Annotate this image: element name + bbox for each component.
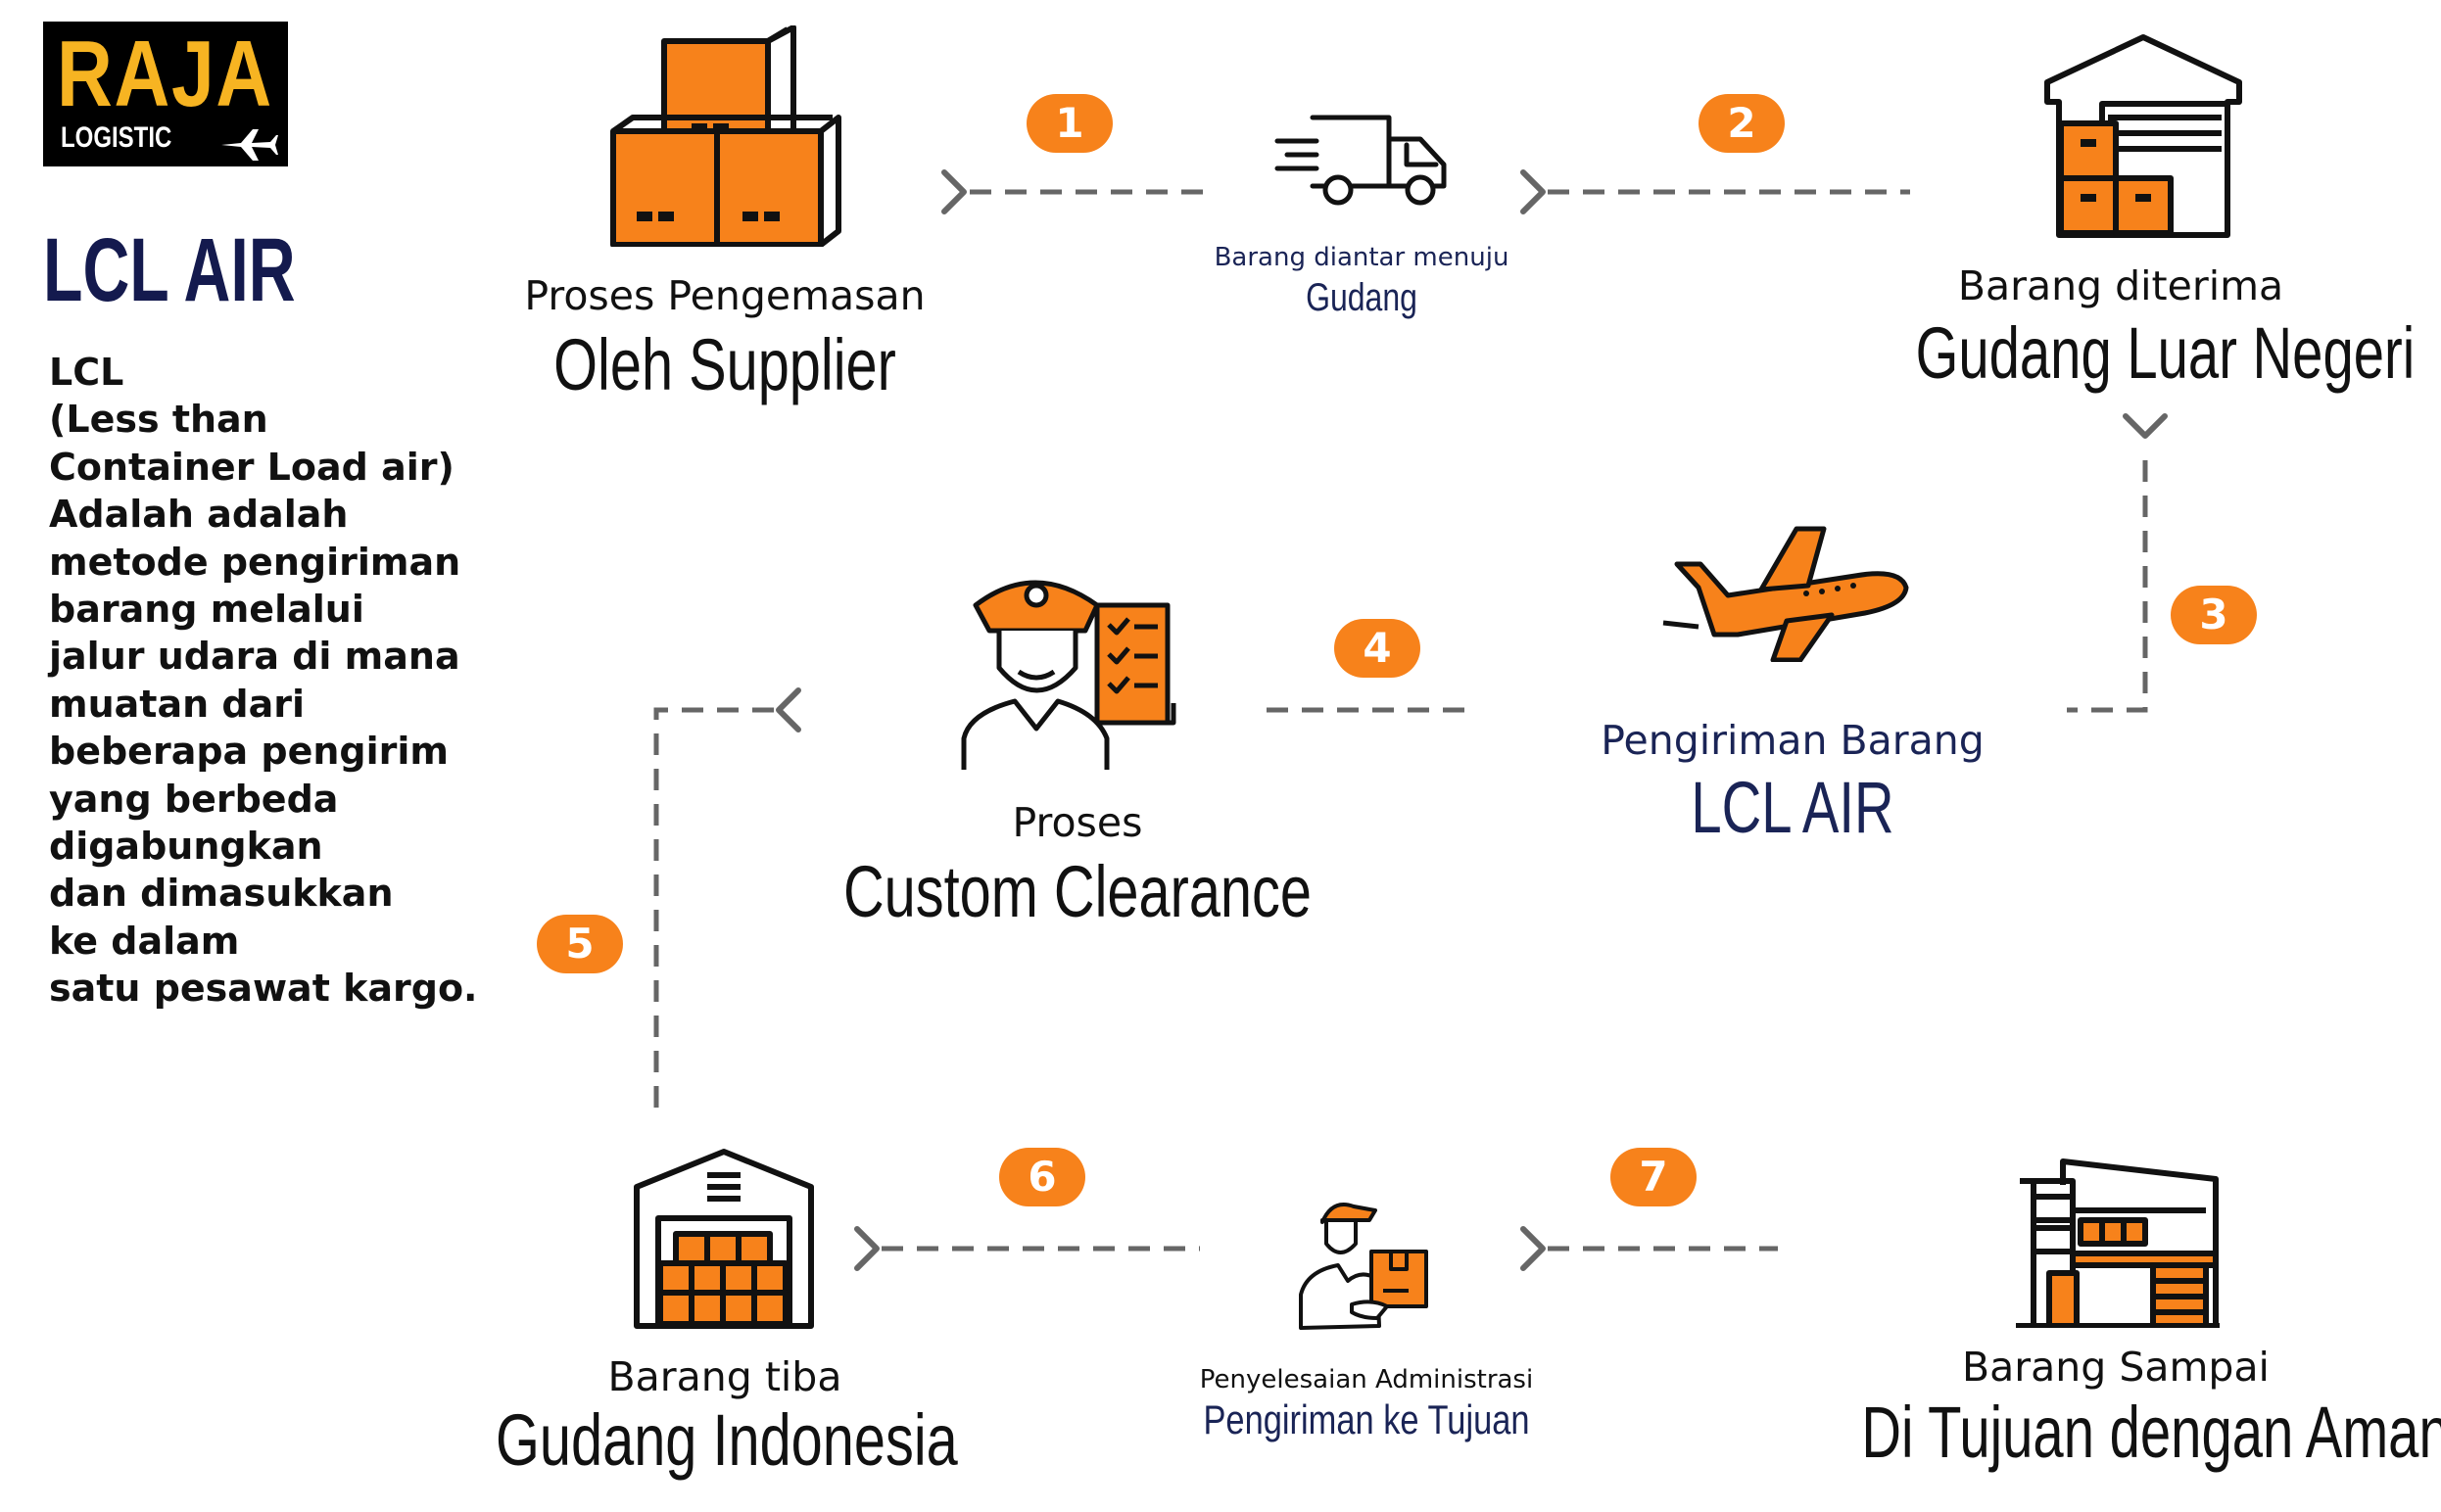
chevron-right-icon bbox=[854, 1226, 880, 1271]
description-line: Container Load air) bbox=[49, 445, 455, 489]
step-badge-1: 1 bbox=[1027, 94, 1113, 153]
warehouse-icon bbox=[634, 1149, 814, 1329]
step-badge-6: 6 bbox=[999, 1148, 1085, 1206]
customs-officer-icon bbox=[961, 580, 1176, 770]
packing-small-label: Proses Pengemasan bbox=[524, 272, 926, 319]
courier-icon bbox=[1299, 1203, 1428, 1330]
step-badge-7: 7 bbox=[1610, 1148, 1697, 1206]
truck-small-label: Barang diantar menuju bbox=[1214, 243, 1509, 272]
delivery-truck-icon bbox=[1274, 115, 1447, 206]
local-warehouse-small-label: Barang tiba bbox=[607, 1353, 842, 1400]
logo-sub-text: LOGISTIC bbox=[61, 121, 172, 154]
description-line: LCL bbox=[49, 351, 124, 394]
description-line: Adalah adalah bbox=[49, 493, 349, 537]
airplane-icon bbox=[1662, 526, 1909, 662]
description-line: yang berbeda bbox=[49, 777, 339, 821]
airplane-logo-icon bbox=[221, 129, 278, 161]
admin-small-label: Penyelesaian Administrasi bbox=[1199, 1365, 1534, 1394]
logo-main-text: RAJA bbox=[57, 22, 273, 126]
step-badge-4: 4 bbox=[1334, 619, 1420, 678]
description-line: beberapa pengirim bbox=[49, 730, 450, 774]
step-badge-3: 3 bbox=[2171, 586, 2257, 644]
description-line: muatan dari bbox=[49, 682, 305, 726]
chevron-left-icon bbox=[776, 687, 801, 732]
customs-big-label: Custom Clearance bbox=[843, 851, 1312, 932]
description-line: digabungkan bbox=[49, 825, 323, 869]
connector-3 bbox=[2067, 460, 2148, 713]
description-line: (Less than bbox=[49, 398, 268, 442]
boxes-icon bbox=[610, 25, 841, 247]
sidebar-title: LCL AIR bbox=[43, 220, 296, 320]
warehouse-icon bbox=[2044, 34, 2242, 238]
local-warehouse-big-label: Gudang Indonesia bbox=[496, 1399, 958, 1481]
chevron-down-icon bbox=[2123, 413, 2168, 439]
air-big-label: LCL AIR bbox=[1691, 767, 1894, 848]
description-line: barang melalui bbox=[49, 588, 364, 632]
packing-big-label: Oleh Supplier bbox=[553, 324, 896, 405]
description-line: satu pesawat kargo. bbox=[49, 967, 478, 1011]
description-line: ke dalam bbox=[49, 919, 240, 963]
description-line: metode pengiriman bbox=[49, 540, 461, 584]
air-small-label: Pengiriman Barang bbox=[1601, 717, 1985, 764]
overseas-warehouse-small-label: Barang diterima bbox=[1957, 262, 2284, 309]
chevron-right-icon bbox=[1520, 1226, 1546, 1271]
raja-logistic-logo: RAJA LOGISTIC bbox=[43, 22, 288, 166]
chevron-right-icon bbox=[1520, 169, 1546, 214]
admin-big-label: Pengiriman ke Tujuan bbox=[1203, 1396, 1530, 1442]
connector-5 bbox=[653, 707, 774, 1111]
description-line: dan dimasukkan bbox=[49, 872, 394, 916]
destination-big-label: Di Tujuan dengan Aman bbox=[1861, 1392, 2441, 1473]
step-badge-2: 2 bbox=[1699, 94, 1785, 153]
truck-big-label: Gudang bbox=[1306, 276, 1417, 319]
house-icon bbox=[2016, 1158, 2220, 1328]
customs-small-label: Proses bbox=[1012, 799, 1143, 846]
chevron-right-icon bbox=[941, 169, 967, 214]
description-line: jalur udara di mana bbox=[49, 635, 460, 679]
sidebar-description: LCL (Less than Container Load air) Adala… bbox=[49, 349, 480, 1013]
overseas-warehouse-big-label: Gudang Luar Negeri bbox=[1915, 312, 2416, 394]
step-badge-5: 5 bbox=[537, 915, 623, 973]
destination-small-label: Barang Sampai bbox=[1962, 1344, 2270, 1391]
